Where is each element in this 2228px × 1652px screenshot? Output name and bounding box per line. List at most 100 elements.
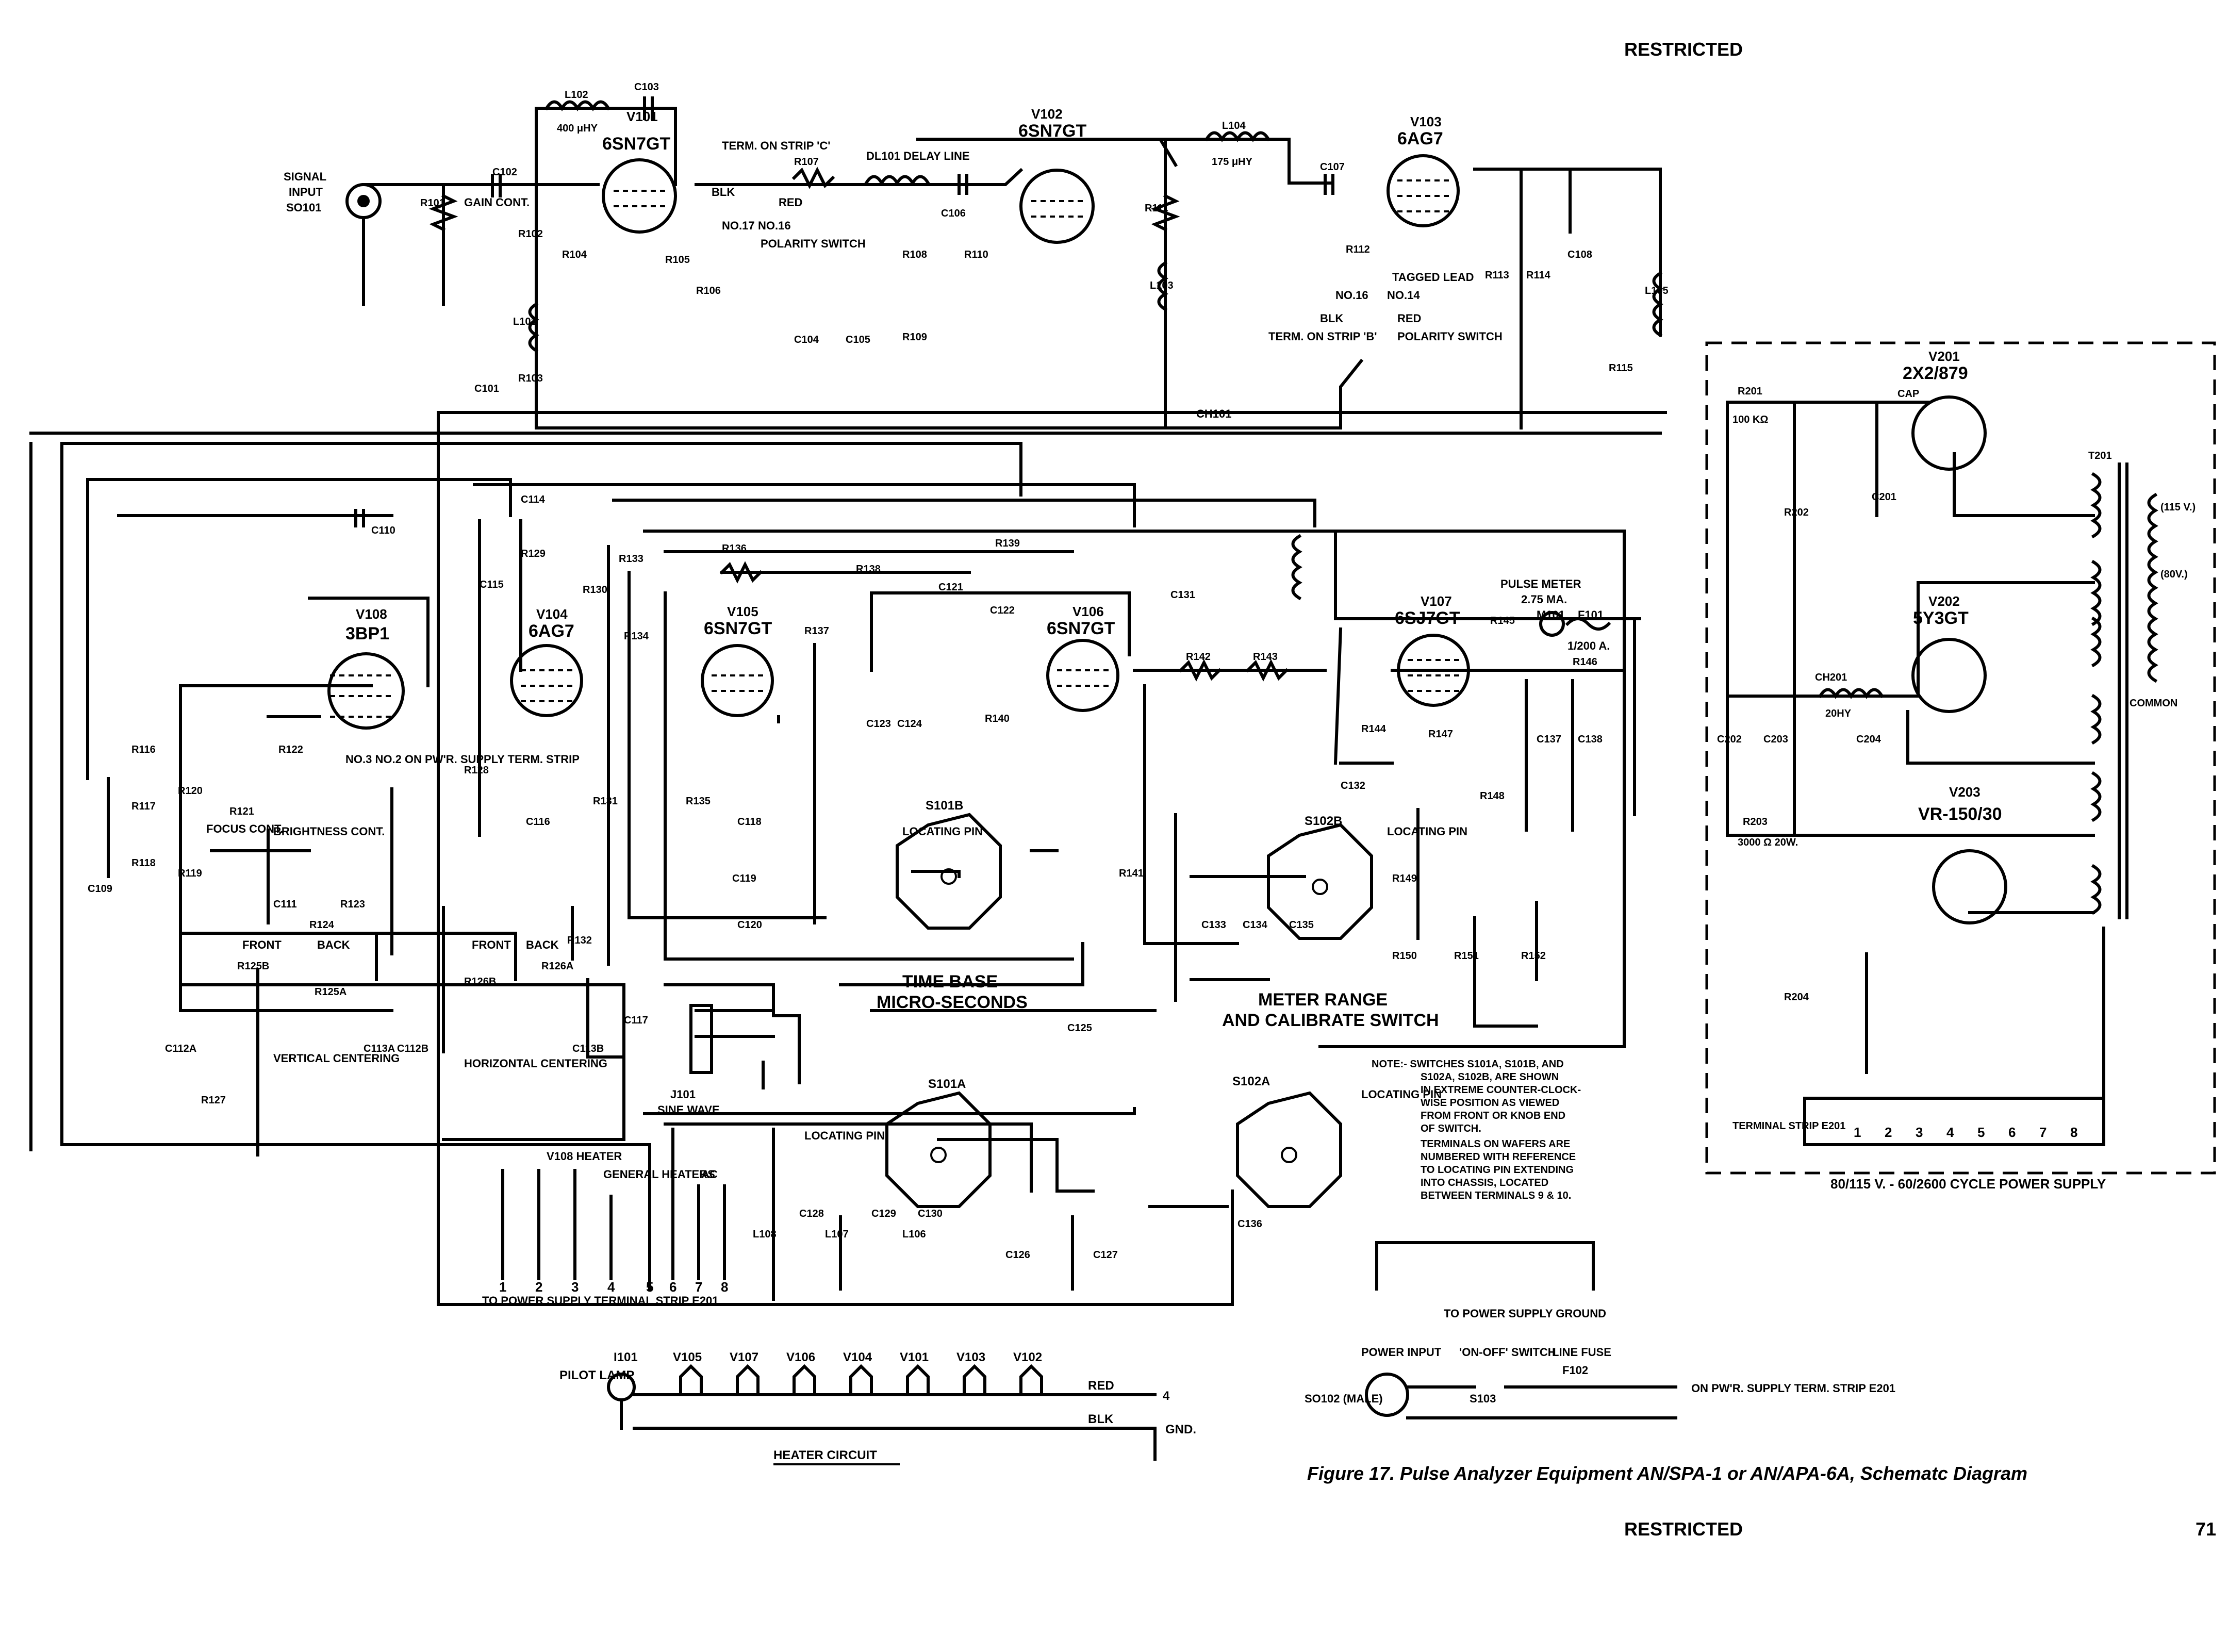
tube-v107-type: 6SJ7GT bbox=[1395, 608, 1460, 628]
bottom-terminal-3: 3 bbox=[571, 1279, 579, 1295]
ref-c101: C101 bbox=[474, 383, 499, 394]
cap-label: CAP bbox=[1897, 388, 1919, 400]
ch201-label: CH201 bbox=[1815, 672, 1847, 683]
tube-v107-ref: V107 bbox=[1421, 593, 1452, 609]
capacitor-refs: C102 C103 C104 C105 C106 C107 C108 C101 … bbox=[88, 81, 1603, 1261]
ref-r102: R102 bbox=[518, 228, 543, 240]
so102-label: SO102 (MALE) bbox=[1305, 1392, 1383, 1405]
red-label-top: RED bbox=[779, 196, 802, 209]
ref-r126b: R126B bbox=[464, 976, 496, 987]
ref-c201: C201 bbox=[1872, 491, 1896, 503]
ref-r140: R140 bbox=[985, 713, 1010, 724]
signal-input-line2: INPUT bbox=[289, 186, 323, 199]
general-heaters-label: GENERAL HEATERS bbox=[603, 1168, 715, 1181]
ref-c204: C204 bbox=[1856, 734, 1882, 745]
on-pwr-strip-label: ON PW'R. SUPPLY TERM. STRIP E201 bbox=[1691, 1382, 1895, 1395]
ref-r125a: R125A bbox=[315, 986, 346, 998]
signal-input-line1: SIGNAL bbox=[284, 170, 326, 183]
bottom-terminal-4: 4 bbox=[607, 1279, 615, 1295]
note-line-8: NUMBERED WITH REFERENCE bbox=[1421, 1151, 1576, 1163]
ref-r118: R118 bbox=[131, 857, 156, 869]
back-label-2: BACK bbox=[526, 938, 559, 951]
tube-v102-type: 6SN7GT bbox=[1018, 121, 1086, 141]
back-label-1: BACK bbox=[317, 938, 350, 951]
ref-c130: C130 bbox=[918, 1208, 943, 1219]
power-input-labels: TO POWER SUPPLY GROUND POWER INPUT SO102… bbox=[1305, 1307, 1895, 1405]
blk-label-top: BLK bbox=[712, 186, 735, 199]
tube-v103-type: 6AG7 bbox=[1397, 129, 1443, 148]
pulse-meter-label: PULSE METER bbox=[1500, 577, 1581, 590]
classification-top: RESTRICTED bbox=[1624, 39, 1743, 60]
ref-c118: C118 bbox=[737, 816, 762, 828]
ch101-label: CH101 bbox=[1196, 407, 1231, 420]
ref-r143: R143 bbox=[1253, 651, 1278, 663]
bottom-terminal-wires bbox=[501, 1128, 726, 1280]
note-line-3: IN EXTREME COUNTER-CLOCK- bbox=[1421, 1084, 1581, 1096]
heater-labels: PILOT LAMP I101 V105 V107 V106 V104 V101… bbox=[559, 1350, 1196, 1462]
ref-l102: L102 bbox=[565, 89, 588, 101]
ref-l103: L103 bbox=[1150, 280, 1174, 291]
ref-c107: C107 bbox=[1320, 161, 1345, 173]
terminal-strip-label: TERMINAL STRIP E201 bbox=[1732, 1120, 1845, 1132]
tube-v104 bbox=[510, 644, 583, 717]
tube-v104-type: 6AG7 bbox=[529, 621, 574, 641]
ref-c104: C104 bbox=[794, 334, 819, 345]
switch-titles: TIME BASE MICRO-SECONDS METER RANGE AND … bbox=[877, 972, 1439, 1030]
ref-c111: C111 bbox=[273, 899, 297, 910]
tube-v106-ref: V106 bbox=[1072, 604, 1104, 619]
line-fuse-label: LINE FUSE bbox=[1552, 1346, 1611, 1359]
ref-l104: L104 bbox=[1222, 120, 1246, 131]
ref-c121: C121 bbox=[938, 582, 963, 593]
front-label-1: FRONT bbox=[242, 938, 282, 951]
ref-r110: R110 bbox=[964, 249, 988, 260]
j101-label: J101 bbox=[670, 1088, 696, 1101]
tube-v102-ref: V102 bbox=[1031, 106, 1063, 122]
power-supply-labels: R201 100 KΩ R202 R203 3000 Ω 20W. R204 C… bbox=[1717, 386, 2196, 1132]
locating-pin-label-3: LOCATING PIN bbox=[804, 1129, 885, 1142]
tube-v203-type: VR-150/30 bbox=[1918, 804, 2002, 824]
ref-c112b: C112B bbox=[397, 1043, 428, 1054]
switch-s102b bbox=[1267, 823, 1373, 940]
note-line-10: INTO CHASSIS, LOCATED bbox=[1421, 1177, 1548, 1188]
ref-c115: C115 bbox=[480, 579, 504, 590]
ref-r123: R123 bbox=[340, 899, 365, 910]
ref-r116: R116 bbox=[131, 744, 156, 755]
ref-r104: R104 bbox=[562, 249, 587, 260]
ref-c123: C123 bbox=[866, 718, 891, 730]
supply-strip-label: NO.3 NO.2 ON PW'R. SUPPLY TERM. STRIP bbox=[345, 753, 580, 766]
ref-r114: R114 bbox=[1526, 270, 1551, 281]
switch-s101a-label: S101A bbox=[928, 1077, 966, 1091]
tube-v103-ref: V103 bbox=[1410, 114, 1442, 129]
switch-s101a bbox=[885, 1091, 992, 1208]
bottom-terminal-labels: V108 HEATER GENERAL HEATERS AC TO POWER … bbox=[482, 1150, 718, 1307]
tube-v105 bbox=[701, 644, 774, 717]
switch-note: NOTE:- SWITCHES S101A, S101B, AND S102A,… bbox=[1372, 1059, 1581, 1201]
tube-v106 bbox=[1046, 639, 1119, 712]
on-off-label: 'ON-OFF' SWITCH bbox=[1459, 1346, 1556, 1359]
f101-value: 1/200 A. bbox=[1567, 639, 1610, 652]
horizontal-centering-label: HORIZONTAL CENTERING bbox=[464, 1057, 607, 1070]
heater-blk-label: BLK bbox=[1088, 1412, 1114, 1426]
no16-label-b: NO.16 bbox=[1335, 289, 1368, 302]
ref-r119: R119 bbox=[178, 868, 202, 879]
ref-c136: C136 bbox=[1237, 1218, 1262, 1230]
ref-r148: R148 bbox=[1480, 790, 1505, 802]
ref-c131: C131 bbox=[1170, 589, 1195, 601]
tube-v101 bbox=[602, 158, 677, 234]
no16-label-top: NO.16 bbox=[758, 219, 791, 232]
power-supply-wiring bbox=[1726, 395, 2158, 1146]
bottom-terminal-5: 5 bbox=[646, 1279, 653, 1295]
tube-v102 bbox=[1019, 169, 1095, 244]
ref-c106: C106 bbox=[941, 208, 966, 219]
switch-s102b-label: S102B bbox=[1305, 814, 1342, 828]
ref-c116: C116 bbox=[526, 816, 550, 828]
ref-r152: R152 bbox=[1521, 950, 1546, 962]
val-r203: 3000 Ω 20W. bbox=[1738, 837, 1798, 848]
ref-r133: R133 bbox=[619, 553, 643, 565]
note-line-1: NOTE:- SWITCHES S101A, S101B, AND bbox=[1372, 1059, 1564, 1070]
ref-r139: R139 bbox=[995, 538, 1020, 549]
note-line-7: TERMINALS ON WAFERS ARE bbox=[1421, 1138, 1570, 1150]
v80-label: (80V.) bbox=[2160, 569, 2188, 580]
focus-label: FOCUS CONT. bbox=[206, 822, 283, 835]
